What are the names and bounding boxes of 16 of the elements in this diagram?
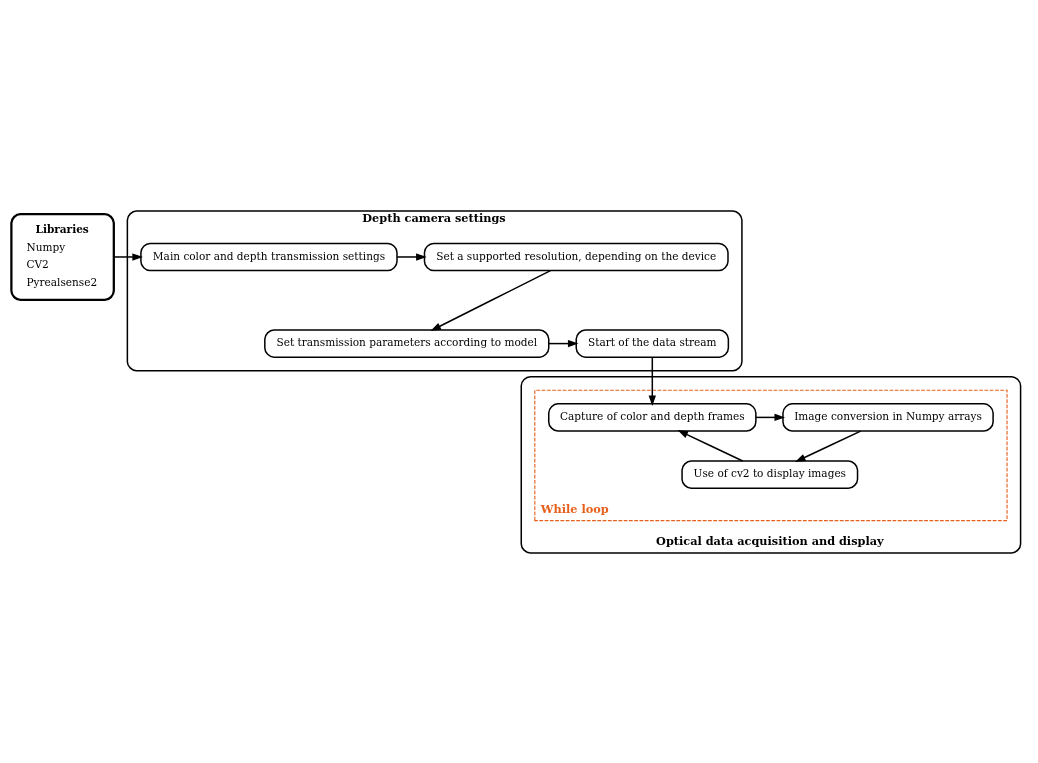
arrow [648,356,656,406]
node-box: Use of cv2 to display images [681,459,859,489]
node-box: Capture of color and depth frames [548,402,757,432]
arrow [548,339,579,347]
node-box: Set a supported resolution, depending on the device [423,242,729,271]
arrow [113,252,143,261]
arrow [430,269,552,331]
node-box: Set transmission parameters according to model [264,328,550,358]
arrow [755,413,786,421]
arrow [795,429,862,462]
node-box: Main color and depth transmission settings [140,242,398,271]
arrow [396,252,427,261]
node-box: Start of the data stream [575,328,730,358]
node-box: Libraries Numpy CV2 Pyrealsense2 [10,212,115,301]
node-box: Image conversion in Numpy arrays [782,402,994,432]
arrow [677,429,744,462]
